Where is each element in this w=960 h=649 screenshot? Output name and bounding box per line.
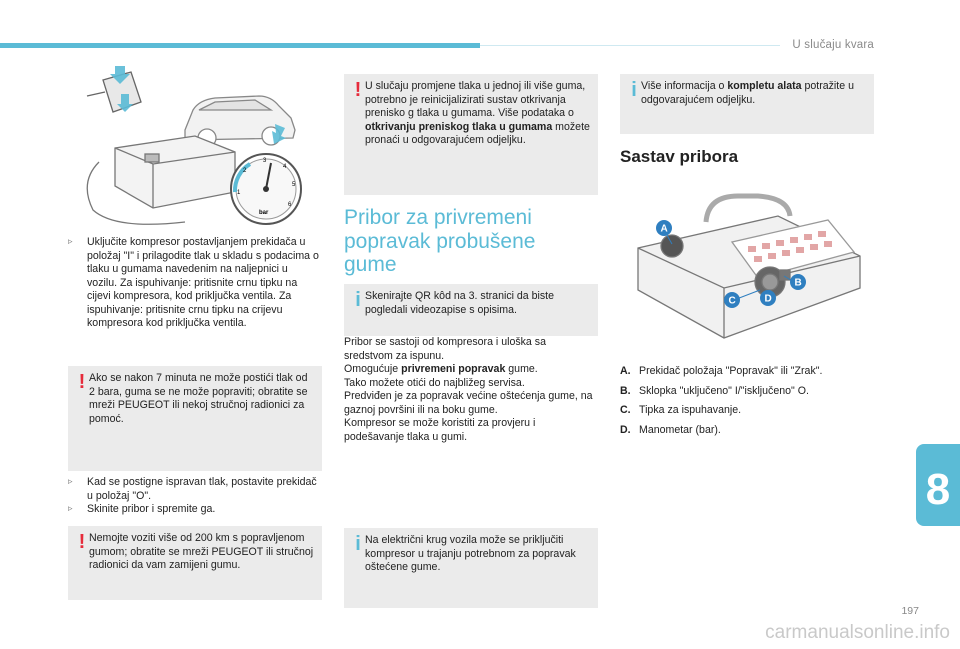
header-accent-bar — [0, 43, 480, 48]
compressor-drawing — [86, 135, 236, 225]
legend-key: D. — [620, 423, 631, 436]
info-note-toolkit: i Više informacija o kompletu alata potr… — [620, 74, 874, 134]
info-text: Više informacija o kompletu alata potraž… — [641, 80, 868, 107]
section-heading-kit: Sastav pribora — [620, 147, 739, 166]
kit-legend: A. Prekidač položaja "Popravak" ili "Zra… — [620, 365, 870, 443]
body-text-bold: privremeni popravak — [401, 363, 506, 376]
heading-line: gume — [344, 253, 397, 277]
legend-text: Tipka za ispuhavanje. — [639, 404, 742, 417]
hatched-arrows — [110, 66, 286, 144]
body-paragraph: Kompresor se može koristiti za provjeru … — [344, 417, 536, 443]
warning-text: Ako se nakon 7 minuta ne može postići tl… — [89, 372, 308, 425]
section-heading: Pribor za privremeni popravak probušene … — [344, 206, 598, 277]
heading-line: Pribor za privremeni — [344, 206, 532, 229]
gauge-tick-label: 4 — [283, 164, 287, 170]
info-text-bold: kompletu alata — [727, 80, 802, 92]
legend-item: D. Manometar (bar). — [620, 424, 870, 438]
body-text: Omogućuje — [344, 363, 402, 376]
info-note-power: i Na električni krug vozila može se prik… — [344, 528, 598, 608]
watermark: carmanualsonline.info — [765, 622, 950, 643]
warning-exclamation-icon: ! — [354, 79, 362, 101]
legend-text: Sklopka "uključeno" I/"isključeno" O. — [639, 384, 809, 397]
gauge-tick-label: 6 — [288, 202, 292, 208]
bullet-marker: ▹ — [68, 503, 73, 514]
list-item-text: Skinite pribor i spremite ga. — [87, 503, 216, 516]
callout-badge-a: A — [656, 220, 672, 236]
gauge-tick-label: 1 — [237, 190, 241, 196]
legend-text: Manometar (bar). — [639, 423, 721, 436]
chapter-number: 8 — [925, 465, 951, 514]
callout-label: C — [729, 296, 736, 307]
middle-body-text: Pribor se sastoji od kompresora i uloška… — [344, 336, 596, 444]
callout-label: B — [795, 278, 802, 289]
body-paragraph: Tako možete otići do najbližeg servisa. — [344, 376, 525, 389]
warning-text-intro: U slučaju promjene tlaka u jednoj ili vi… — [365, 80, 586, 120]
left-bullets-2: ▹ Kad se postigne ispravan tlak, postavi… — [68, 476, 320, 517]
info-text: Skenirajte QR kôd na 3. stranici da bist… — [365, 290, 555, 316]
warning-text-bold: otkrivanju preniskog tlaka u gumama — [365, 120, 553, 133]
callout-badge-c: C — [724, 292, 740, 308]
list-item: ▹ Kad se postigne ispravan tlak, postavi… — [68, 476, 320, 503]
legend-text: Prekidač položaja "Popravak" ili "Zrak". — [639, 365, 823, 377]
gauge-unit-label: bar — [259, 210, 269, 216]
info-text-post: potražite u odgovarajućem odjeljku. — [641, 80, 854, 106]
warning-text: U slučaju promjene tlaka u jednoj ili vi… — [365, 80, 592, 148]
header-divider — [480, 45, 780, 46]
warning-exclamation-icon: ! — [78, 531, 86, 553]
instruction-label-grid — [748, 231, 832, 262]
bullet-marker: ▹ — [68, 476, 73, 486]
legend-key: C. — [620, 404, 631, 417]
callout-label: A — [661, 224, 668, 235]
car-drawing — [184, 95, 296, 148]
info-text-pre: Više informacija o — [641, 80, 728, 92]
callout-label: D — [765, 294, 772, 305]
body-paragraph: Predviđen je za popravak većine oštećenj… — [344, 390, 593, 416]
warning-exclamation-icon: ! — [78, 371, 86, 393]
callout-badge-d: D — [760, 290, 776, 306]
pressure-gauge: 1 2 3 4 5 6 bar — [230, 153, 302, 225]
chapter-tab: 8 — [916, 444, 960, 526]
repair-kit-illustration: A B C D — [637, 193, 861, 339]
legend-key: A. — [620, 365, 631, 377]
gauge-tick-label: 2 — [243, 168, 247, 174]
body-paragraph: Pribor se sastoji od kompresora i uloška… — [344, 336, 546, 362]
gauge-tick-label: 5 — [292, 182, 296, 188]
list-item-text: Uključite kompresor postavljanjem prekid… — [87, 236, 319, 330]
heading-line: popravak probušene — [344, 229, 536, 253]
list-item: ▹ Skinite pribor i spremite ga. — [68, 503, 320, 517]
section-title: U slučaju kvara — [792, 39, 874, 51]
body-paragraph: Omogućuje privremeni popravak gume. — [344, 363, 596, 377]
info-text: Na električni krug vozila može se priklj… — [365, 534, 576, 574]
legend-item: A. Prekidač položaja "Popravak" ili "Zra… — [620, 365, 870, 379]
warning-text-outro: možete pronaći u odgovarajućem odjeljku. — [365, 120, 590, 147]
legend-item: C. Tipka za ispuhavanje. — [620, 404, 870, 418]
legend-key: B. — [620, 384, 631, 397]
info-note-qr: i Skenirajte QR kôd na 3. stranici da bi… — [344, 284, 598, 336]
warning-note-reinit: ! U slučaju promjene tlaka u jednoj ili … — [344, 74, 598, 195]
body-text: gume. — [505, 363, 538, 376]
info-icon: i — [355, 533, 361, 555]
info-icon: i — [631, 79, 637, 101]
compressor-illustration: 1 2 3 4 5 6 bar — [86, 66, 302, 225]
left-bullets-1: ▹ Uključite kompresor postavljanjem prek… — [68, 236, 320, 331]
legend-item: B. Sklopka "uključeno" I/"isključeno" O. — [620, 385, 870, 399]
list-item: ▹ Uključite kompresor postavljanjem prek… — [68, 236, 320, 331]
warning-note-pressure: ! Ako se nakon 7 minuta ne može postići … — [68, 366, 322, 471]
warning-text: Nemojte voziti više od 200 km s popravlj… — [89, 532, 314, 572]
kit-drawing — [637, 193, 861, 339]
list-item-text: Kad se postigne ispravan tlak, postavite… — [87, 476, 317, 502]
callout-badge-b: B — [790, 274, 806, 290]
page-number: 197 — [901, 605, 919, 617]
bullet-marker: ▹ — [68, 236, 73, 246]
warning-note-distance: ! Nemojte voziti više od 200 km s poprav… — [68, 526, 322, 600]
gauge-tick-label: 3 — [263, 158, 267, 164]
info-icon: i — [355, 289, 361, 311]
